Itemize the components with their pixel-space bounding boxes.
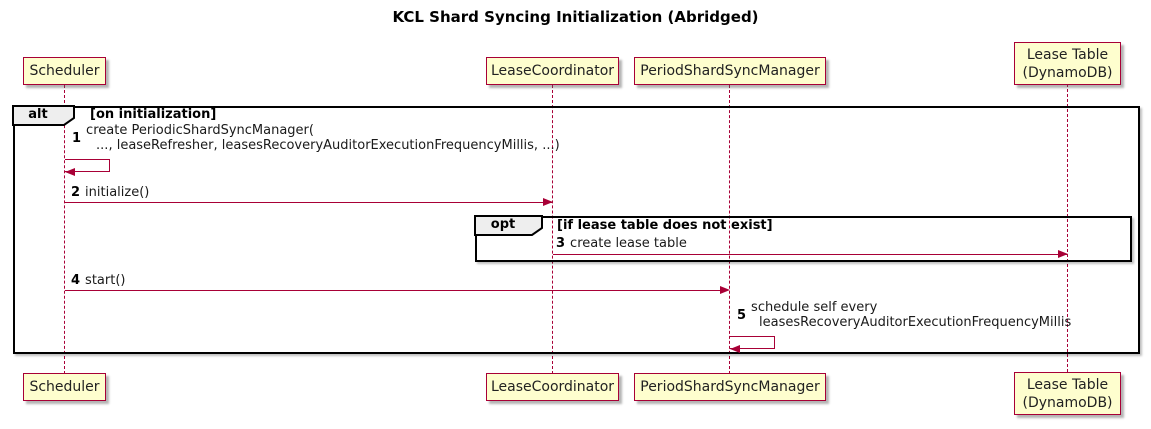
participant-top-lease-coordinator: LeaseCoordinator <box>486 57 619 85</box>
message-1-self-arrow <box>65 159 110 172</box>
participant-top-scheduler: Scheduler <box>23 57 106 85</box>
participant-top-period-shard-sync-manager: PeriodShardSyncManager <box>634 57 826 85</box>
participant-bottom-lease-table: Lease Table (DynamoDB) <box>1014 372 1121 415</box>
lifeline-period-shard-sync-manager <box>729 85 730 374</box>
message-2-number: 2 <box>71 185 81 200</box>
message-5-label: 5 schedule self every leasesRecoveryAudi… <box>737 300 1071 330</box>
opt-condition-label: [if lease table does not exist] <box>557 218 773 233</box>
participant-label: LeaseCoordinator <box>490 379 615 395</box>
alt-operator-label: alt <box>28 107 48 122</box>
participant-label: LeaseCoordinator <box>490 63 615 79</box>
participant-label-line1: Lease Table <box>1026 376 1109 393</box>
lifeline-scheduler <box>64 85 65 374</box>
message-1-arrowhead <box>65 168 75 176</box>
message-5-number: 5 <box>737 307 747 323</box>
participant-label-line2: (DynamoDB) <box>1022 394 1113 411</box>
lifeline-lease-table <box>1067 84 1068 372</box>
message-1-line2: ..., leaseRefresher, leasesRecoveryAudit… <box>96 138 560 153</box>
alt-operator-pentagon <box>12 105 75 126</box>
message-4-arrowhead <box>720 286 730 294</box>
message-1-line1: create PeriodicShardSyncManager( <box>86 123 314 138</box>
participant-bottom-lease-coordinator: LeaseCoordinator <box>486 373 619 401</box>
message-4-text: start() <box>85 273 126 288</box>
message-5-line2: leasesRecoveryAuditorExecutionFrequencyM… <box>759 315 1072 330</box>
participant-label: PeriodShardSyncManager <box>640 63 820 79</box>
participant-label: Scheduler <box>29 63 100 79</box>
alt-condition-label: [on initialization] <box>90 107 217 122</box>
message-5-arrowhead <box>730 345 740 353</box>
participant-label-line1: Lease Table <box>1026 46 1109 63</box>
participant-bottom-scheduler: Scheduler <box>23 373 106 401</box>
message-3-number: 3 <box>556 236 566 251</box>
message-5-self-arrow <box>730 336 775 349</box>
opt-operator-label: opt <box>490 217 516 232</box>
opt-operator-pentagon <box>474 215 543 236</box>
diagram-title: KCL Shard Syncing Initialization (Abridg… <box>392 8 759 26</box>
lifeline-lease-coordinator <box>552 85 553 374</box>
participant-label: Scheduler <box>29 379 100 395</box>
message-2-arrowhead <box>543 198 553 206</box>
participant-label: PeriodShardSyncManager <box>640 379 820 395</box>
message-2-arrow <box>65 202 553 203</box>
message-3-text: create lease table <box>570 236 687 251</box>
message-1-text: create PeriodicShardSyncManager( ..., le… <box>86 123 560 153</box>
message-2-text: initialize() <box>85 185 150 200</box>
alt-frame <box>13 106 1140 354</box>
message-3-arrow <box>553 254 1068 255</box>
message-5-line1: schedule self every <box>751 300 878 315</box>
message-5-text: schedule self every leasesRecoveryAudito… <box>751 300 1071 330</box>
opt-frame <box>475 216 1132 262</box>
message-4-label: 4 start() <box>71 273 125 288</box>
message-3-label: 3 create lease table <box>556 236 687 251</box>
message-4-number: 4 <box>71 273 81 288</box>
message-1-label: 1 create PeriodicShardSyncManager( ..., … <box>72 123 560 153</box>
participant-bottom-period-shard-sync-manager: PeriodShardSyncManager <box>634 373 826 401</box>
participant-label-line2: (DynamoDB) <box>1022 64 1113 81</box>
participant-top-lease-table: Lease Table (DynamoDB) <box>1014 42 1121 85</box>
message-3-arrowhead <box>1058 250 1068 258</box>
message-1-number: 1 <box>72 130 82 146</box>
message-4-arrow <box>65 290 720 291</box>
message-2-label: 2 initialize() <box>71 185 149 200</box>
